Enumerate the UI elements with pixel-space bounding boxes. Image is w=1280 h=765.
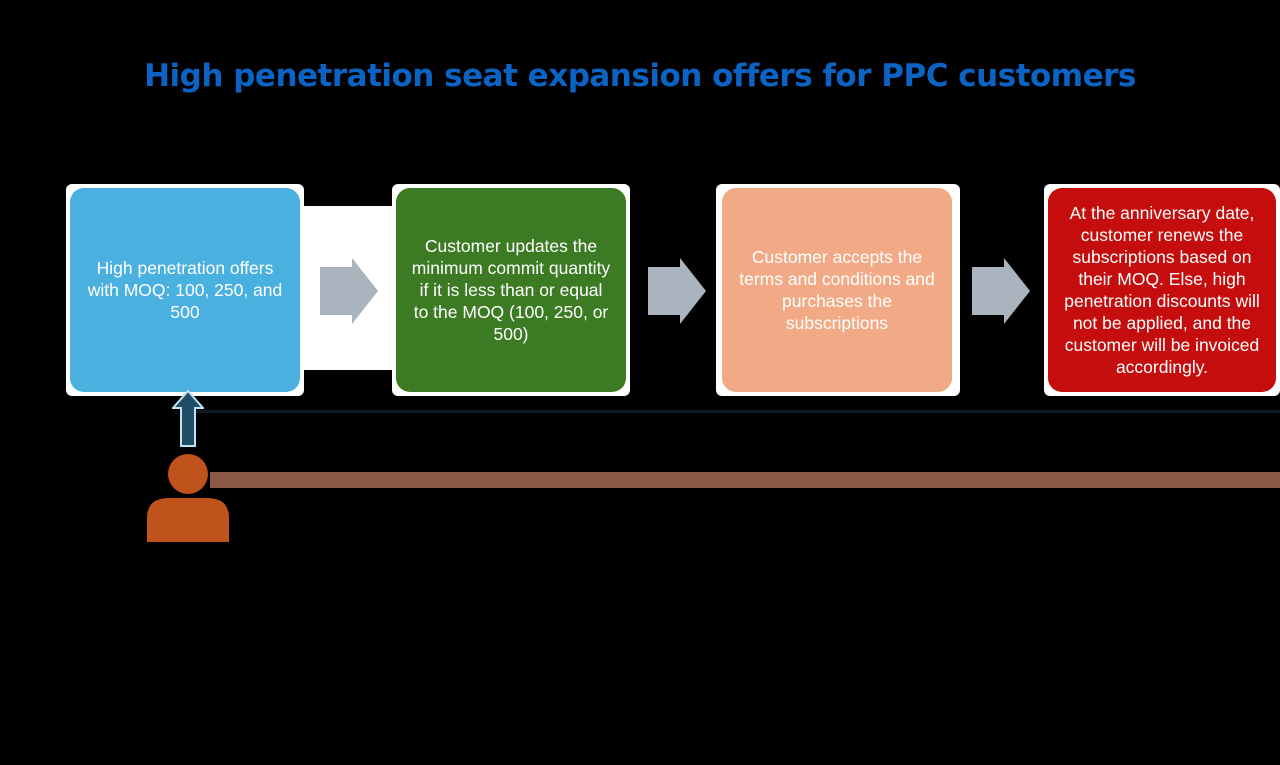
step-text: Customer updates the minimum commit quan… xyxy=(411,236,611,344)
step-box-offers: High penetration offers with MOQ: 100, 2… xyxy=(70,188,300,392)
actor-timeline-line xyxy=(210,472,1280,488)
right-arrow-icon xyxy=(648,258,706,324)
person-icon xyxy=(147,454,229,542)
right-arrow-icon xyxy=(972,258,1030,324)
diagram-title: High penetration seat expansion offers f… xyxy=(144,58,1136,94)
step-box-update-moq: Customer updates the minimum commit quan… xyxy=(396,188,626,392)
up-arrow-icon xyxy=(172,390,204,447)
step-text: At the anniversary date, customer renews… xyxy=(1064,203,1260,377)
step-box-renewal: At the anniversary date, customer renews… xyxy=(1048,188,1276,392)
timeline-divider xyxy=(190,410,1280,413)
step-text: High penetration offers with MOQ: 100, 2… xyxy=(87,258,283,322)
right-arrow-icon xyxy=(320,258,378,324)
step-text: Customer accepts the terms and condition… xyxy=(739,247,935,333)
step-box-accept-purchase: Customer accepts the terms and condition… xyxy=(722,188,952,392)
